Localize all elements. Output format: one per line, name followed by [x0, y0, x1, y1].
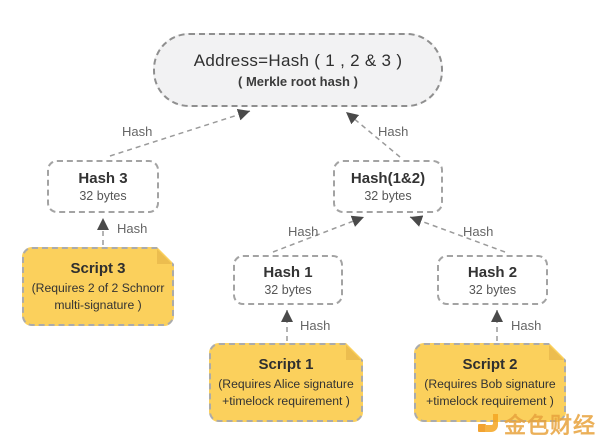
node-title: Hash 2 — [467, 263, 518, 281]
edge-label-hash: Hash — [300, 318, 331, 333]
node-hash3: Hash 3 32 bytes — [47, 160, 159, 213]
edge-hash12-to-root — [345, 111, 401, 158]
node-size: 32 bytes — [364, 189, 412, 203]
edge-label-hash: Hash — [463, 224, 494, 239]
node-title: Hash 3 — [78, 170, 128, 187]
edge-hash1-to-hash12 — [272, 215, 365, 253]
node-title: Script 3 — [70, 260, 126, 278]
edge-label-hash: Hash — [288, 224, 319, 239]
root-subtitle: ( Merkle root hash ) — [238, 74, 358, 89]
edge-label-hash: Hash — [378, 124, 409, 139]
node-script3: Script 3 (Requires 2 of 2 Schnorr multi-… — [22, 247, 174, 326]
watermark: 金色财经 — [477, 408, 596, 440]
node-hash12: Hash(1&2) 32 bytes — [333, 160, 443, 213]
jinse-logo-icon — [477, 414, 498, 432]
node-script1: Script 1 (Requires Alice signature +time… — [209, 343, 363, 422]
node-title: Script 1 — [258, 356, 314, 374]
edge-hash2-to-hash12 — [409, 215, 506, 253]
node-hash1: Hash 1 32 bytes — [233, 255, 343, 305]
edge-label-hash: Hash — [122, 124, 153, 139]
node-description: (Requires Bob signature +timelock requir… — [424, 377, 556, 408]
node-title: Hash(1&2) — [350, 170, 426, 187]
node-title: Hash 1 — [263, 263, 313, 281]
node-size: 32 bytes — [79, 189, 127, 203]
node-hash2: Hash 2 32 bytes — [437, 255, 548, 305]
root-title: Address=Hash ( 1 , 2 & 3 ) — [193, 51, 403, 70]
node-description: (Requires Alice signature +timelock requ… — [218, 377, 354, 408]
node-script2: Script 2 (Requires Bob signature +timelo… — [414, 343, 566, 422]
node-title: Script 2 — [462, 356, 518, 374]
watermark-brand: 金色财经 — [503, 413, 596, 438]
node-description: (Requires 2 of 2 Schnorr multi-signature… — [31, 281, 165, 312]
edge-label-hash: Hash — [511, 318, 542, 333]
edge-label-hash: Hash — [117, 221, 148, 236]
node-size: 32 bytes — [468, 282, 517, 297]
node-merkle-root: Address=Hash ( 1 , 2 & 3 ) ( Merkle root… — [153, 33, 443, 107]
node-size: 32 bytes — [264, 282, 312, 297]
edge-hash3-to-root — [109, 108, 251, 157]
